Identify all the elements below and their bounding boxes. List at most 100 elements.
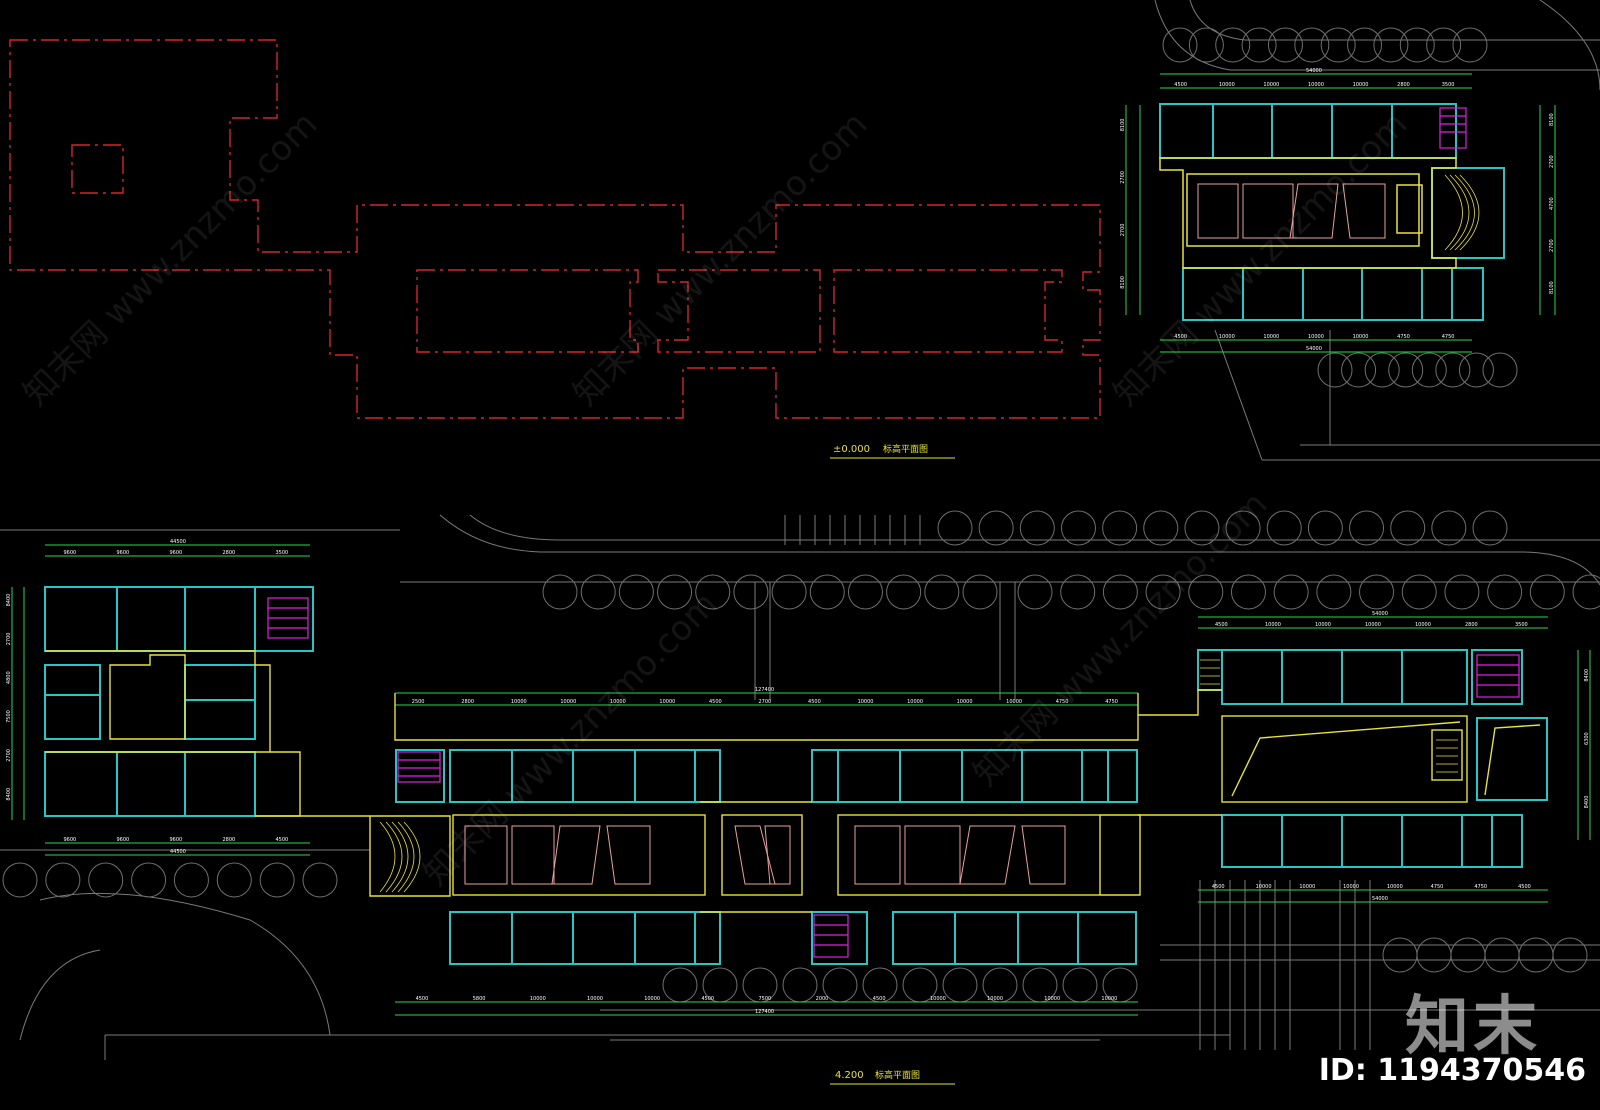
tree-symbol (782, 967, 818, 1003)
dimension-label: 2500 (412, 699, 425, 705)
dimension-total: 54000 (1306, 346, 1322, 352)
dimension-label: 4500 (1215, 622, 1228, 628)
tree-symbol (771, 574, 807, 610)
tree-symbol (1184, 510, 1220, 546)
dimension-total: 44500 (170, 539, 186, 545)
tree-symbol (1019, 510, 1055, 546)
tree-symbol (809, 574, 845, 610)
tree-symbol (1273, 574, 1309, 610)
tree-symbol (302, 862, 338, 898)
dimension-label: 4750 (1105, 699, 1118, 705)
dimension-label: 2000 (816, 996, 829, 1002)
tree-symbol (1060, 574, 1096, 610)
dimension-label: 10000 (644, 996, 660, 1002)
tree-symbol (1529, 574, 1565, 610)
tree-symbol (1390, 510, 1426, 546)
tree-symbol (1431, 510, 1467, 546)
tree-symbol (1215, 27, 1251, 63)
dimension-label: 2700 (1549, 155, 1555, 168)
tree-symbol (1347, 27, 1383, 63)
tree-symbol (1416, 937, 1452, 973)
tree-symbol (1388, 352, 1424, 388)
dimension-label: 4500 (709, 699, 722, 705)
dimension-total: 54000 (1372, 896, 1388, 902)
ground-floor-outline (9, 39, 1101, 419)
dimension-label: 10000 (1263, 82, 1279, 88)
tree-symbol (1518, 937, 1554, 973)
tree-symbol (1188, 574, 1224, 610)
tree-symbol (1382, 937, 1418, 973)
tree-symbol (259, 862, 295, 898)
dimension-label: 10000 (1353, 334, 1369, 340)
dimension-label: 10000 (659, 699, 675, 705)
dimension-label: 10000 (1265, 622, 1281, 628)
dimension-label: 8100 (1549, 281, 1555, 294)
dimension-label: 4800 (6, 671, 12, 684)
tree-symbol (2, 862, 38, 898)
tree-symbol (1241, 27, 1277, 63)
tree-symbol (1572, 574, 1600, 610)
tree-symbol (1317, 352, 1353, 388)
dimension-label: 4750 (1442, 334, 1455, 340)
dimension-label: 4500 (416, 996, 429, 1002)
tree-symbol (1320, 27, 1356, 63)
dimension-label: 10000 (858, 699, 874, 705)
dimension-label: 8400 (1584, 669, 1590, 682)
tree-symbol (580, 574, 616, 610)
dimension-label: 4500 (1518, 884, 1531, 890)
dimension-label: 9600 (64, 837, 77, 843)
tree-symbol (962, 574, 998, 610)
image-id-label: ID: 1194370546 (1318, 1053, 1586, 1088)
tree-symbol (1102, 510, 1138, 546)
tree-symbol (1062, 967, 1098, 1003)
dimension-label: 3500 (1442, 82, 1455, 88)
tree-symbol (1411, 352, 1447, 388)
tree-symbol (1458, 352, 1494, 388)
plan-title-top: ±0.000 标高平面图 (830, 443, 955, 459)
dimension-label: 2800 (223, 837, 236, 843)
dimension-label: 10000 (511, 699, 527, 705)
dimension-label: 7500 (759, 996, 772, 1002)
dimension-label: 8100 (1549, 113, 1555, 126)
dimension-label: 2700 (6, 633, 12, 646)
tree-symbol (1225, 510, 1261, 546)
tree-symbol (662, 967, 698, 1003)
tree-symbol (1145, 574, 1181, 610)
tree-symbol (1102, 574, 1138, 610)
dimension-label: 10000 (1343, 884, 1359, 890)
tree-symbol (1143, 510, 1179, 546)
tree-symbol (173, 862, 209, 898)
site-context (0, 0, 1600, 1060)
tree-symbol (88, 862, 124, 898)
plan-title-top-text: 标高平面图 (883, 443, 928, 455)
dimension-label: 10000 (1006, 699, 1022, 705)
dimension-label: 4500 (276, 837, 289, 843)
tree-symbol (131, 862, 167, 898)
tree-symbol (978, 510, 1014, 546)
tree-symbol (1450, 937, 1486, 973)
tree-symbol (886, 574, 922, 610)
tree-symbol (1341, 352, 1377, 388)
tree-symbol (1484, 937, 1520, 973)
tree-symbol (924, 574, 960, 610)
dimension-label: 10000 (530, 996, 546, 1002)
tree-symbol (1267, 27, 1303, 63)
dimension-label: 4500 (873, 996, 886, 1002)
tree-symbol (1472, 510, 1508, 546)
dimension-label: 3500 (1515, 622, 1528, 628)
dimension-label: 4500 (1212, 884, 1225, 890)
dimension-label: 4750 (1397, 334, 1410, 340)
dimension-label: 3500 (276, 550, 289, 556)
plan-title-bottom: 4.200 标高平面图 (830, 1069, 955, 1085)
dimension-label: 4700 (1549, 197, 1555, 210)
dimension-label: 2800 (1465, 622, 1478, 628)
dimension-label: 10000 (1219, 334, 1235, 340)
dimension-label: 2800 (461, 699, 474, 705)
tree-symbol (1552, 937, 1588, 973)
dimension-label: 10000 (560, 699, 576, 705)
dimension-label: 10000 (930, 996, 946, 1002)
dimension-label: 8400 (6, 594, 12, 607)
dimension-label: 2700 (1120, 171, 1126, 184)
dimension-label: 10000 (1256, 884, 1272, 890)
plan-title-bottom-text: 标高平面图 (875, 1069, 920, 1081)
